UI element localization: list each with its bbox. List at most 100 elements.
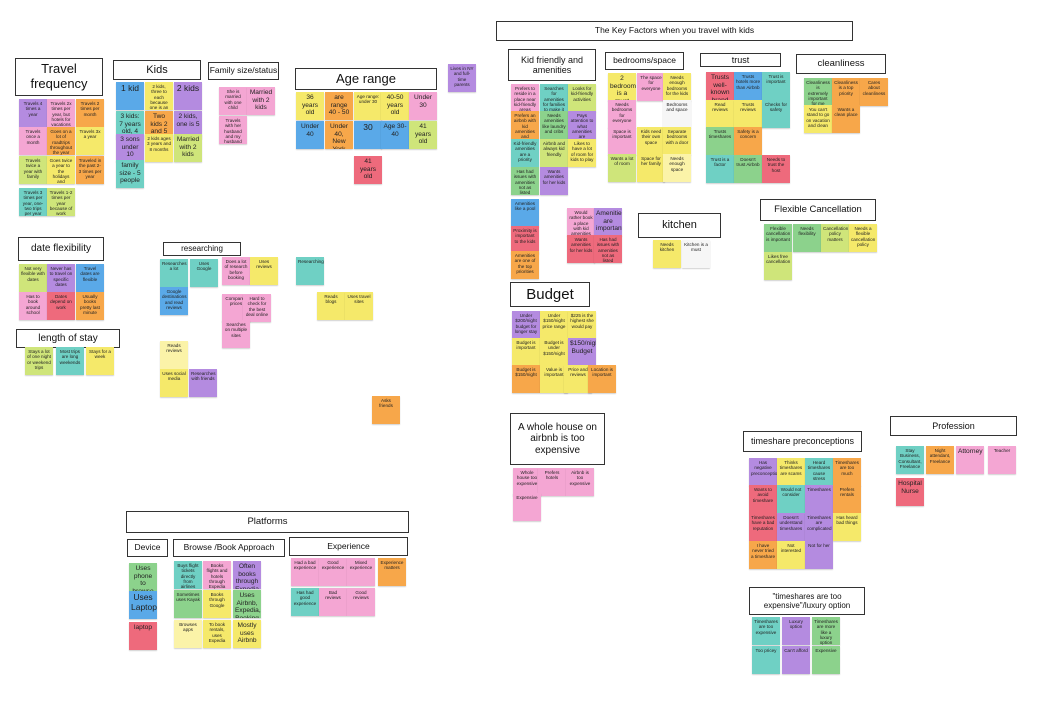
sticky-note[interactable]: The space for everyone <box>637 73 665 101</box>
sticky-note[interactable]: Needs bedrooms for everyone <box>608 100 636 128</box>
sticky-note[interactable]: Flexible cancellation is important <box>764 224 792 252</box>
sticky-note[interactable]: Timeshares are too much <box>833 458 861 486</box>
sticky-note[interactable]: Timeshares <box>805 485 833 513</box>
sticky-note[interactable]: Most trips are long weekends <box>56 347 84 375</box>
sticky-note[interactable]: Night attendant, Freelance <box>926 446 954 474</box>
sticky-note[interactable]: Trusts timeshares <box>706 127 734 155</box>
sticky-note[interactable]: Goes on a lot of roadtrips throughout th… <box>47 127 75 155</box>
sticky-note[interactable]: Buys flight tickets directly from airlin… <box>174 561 202 589</box>
sticky-note[interactable]: Timeshares are too expensive <box>752 617 780 645</box>
sticky-note[interactable]: Kids need their own space <box>637 127 665 155</box>
sticky-note[interactable]: Travels 1-2 times per year because of wo… <box>47 188 75 216</box>
sticky-note[interactable]: 2 bedrooms is a must <box>608 73 636 101</box>
sticky-note[interactable]: Looks for kid-friendly activities <box>568 84 596 112</box>
sticky-note[interactable]: 2 kids <box>174 82 202 110</box>
sticky-note[interactable]: Searches for amenities for families to m… <box>540 84 568 112</box>
sticky-note[interactable]: Separate bedrooms with a door <box>663 127 691 155</box>
sticky-note[interactable]: Prefers rentals <box>833 485 861 513</box>
sticky-note[interactable]: Timeshares are complicated <box>805 513 833 541</box>
sticky-note[interactable]: Location is important <box>588 365 616 393</box>
sticky-note[interactable]: Researches a lot <box>160 259 188 287</box>
sticky-note[interactable]: Read reviews <box>706 100 734 128</box>
sticky-note[interactable]: Reads reviews <box>160 341 188 369</box>
sticky-note[interactable]: Trust is a factor <box>706 155 734 183</box>
sticky-note[interactable]: $150/night Budget <box>568 338 596 366</box>
sticky-note[interactable]: 1 kid <box>116 82 144 110</box>
sticky-note[interactable]: Uses phone to browse <box>129 563 157 591</box>
sticky-note[interactable]: Thinks timeshares are scams <box>777 458 805 486</box>
sticky-note[interactable]: 36 years old <box>296 92 324 120</box>
sticky-note[interactable]: Had a bad experience <box>291 558 319 586</box>
sticky-note[interactable]: Married with 2 kids <box>247 87 275 115</box>
sticky-note[interactable]: Uses Google <box>190 259 218 287</box>
sticky-note[interactable]: Trusts well-known brand names <box>706 72 734 100</box>
sticky-note[interactable]: Travels 2 times per month <box>76 99 104 127</box>
sticky-note[interactable]: Amenities like a pool <box>511 199 539 227</box>
sticky-note[interactable]: Under $200/night budget for longer stay <box>512 311 540 339</box>
sticky-note[interactable]: Cleanliness is extremely important for m… <box>804 78 832 106</box>
sticky-note[interactable]: 3 sons under 10 years old <box>116 134 144 162</box>
sticky-note[interactable]: You can't stand to go on vacation and cl… <box>804 105 832 133</box>
sticky-note[interactable]: Travels with her husband and my husband … <box>219 116 247 144</box>
sticky-note[interactable]: Airbnb and always kid friendly <box>540 139 568 167</box>
sticky-note[interactable]: Stay Business, Consultant, Freelance <box>896 446 924 474</box>
sticky-note[interactable]: Age 30-40 <box>381 121 409 149</box>
sticky-note[interactable]: Amenities are important <box>594 208 622 236</box>
sticky-note[interactable]: are range 40 - 50 <box>325 92 353 120</box>
sticky-note[interactable]: Under 40 <box>296 121 324 149</box>
sticky-note[interactable]: Has had issues with amenities not as lis… <box>594 235 622 263</box>
sticky-note[interactable]: Wants amenities for her kids <box>540 167 568 195</box>
sticky-note[interactable]: Under $150/night price range <box>540 311 568 339</box>
sticky-note[interactable]: Doesn't trust Airbnb <box>734 155 762 183</box>
sticky-note[interactable]: Value is important <box>540 365 568 393</box>
sticky-note[interactable]: 40-50 years old <box>381 92 409 120</box>
sticky-note[interactable]: Wants a lot of room <box>608 154 636 182</box>
sticky-note[interactable]: Hard to check for the best deal online <box>243 294 271 322</box>
sticky-note[interactable]: Too pricey <box>752 646 780 674</box>
sticky-note[interactable]: Has to book around school <box>19 292 47 320</box>
sticky-note[interactable]: Books through Google <box>203 590 231 618</box>
sticky-note[interactable]: Teacher <box>988 446 1016 474</box>
sticky-note[interactable]: Experience matters <box>378 558 406 586</box>
sticky-note[interactable]: 2 kids ages 3 years and 8 months <box>145 134 173 162</box>
sticky-note[interactable]: Timeshares are more like a luxury option <box>812 617 840 645</box>
sticky-note[interactable]: Travels 4 times a year <box>19 99 47 127</box>
sticky-note[interactable]: Likes free cancellation <box>764 252 792 280</box>
sticky-note[interactable]: Timeshares have a bad reputation <box>749 513 777 541</box>
sticky-note[interactable]: Mostly uses Airbnb <box>233 620 261 648</box>
sticky-note[interactable]: Often books through Expedia <box>233 561 261 589</box>
sticky-note[interactable]: Hospital Nurse <box>896 478 924 506</box>
sticky-note[interactable]: laptop <box>129 622 157 650</box>
sticky-note[interactable]: Under 30 <box>409 92 437 120</box>
sticky-note[interactable]: Not for her <box>805 541 833 569</box>
sticky-note[interactable]: 41 years old <box>354 156 382 184</box>
sticky-note[interactable]: Kid-friendly amenities are a priority <box>511 139 539 167</box>
sticky-note[interactable]: Prefers hotels <box>538 468 566 496</box>
sticky-note[interactable]: Would not consider <box>777 485 805 513</box>
sticky-note[interactable]: Lives in NY and full-time parents <box>448 64 476 92</box>
sticky-note[interactable]: Luxury option <box>782 617 810 645</box>
sticky-note[interactable]: Wants to avoid timeshare <box>749 485 777 513</box>
sticky-note[interactable]: Uses Laptop <box>129 591 157 619</box>
sticky-note[interactable]: Sometimes uses Kayak <box>174 590 202 618</box>
sticky-note[interactable]: Needs a flexible cancellation policy <box>849 224 877 252</box>
sticky-note[interactable]: Needs flexibility <box>793 224 821 252</box>
sticky-note[interactable]: Attorney <box>956 446 984 474</box>
sticky-note[interactable]: Mixed experience <box>347 558 375 586</box>
sticky-note[interactable]: Likes to have a lot of room for kids to … <box>568 139 596 167</box>
sticky-note[interactable]: Can't afford <box>782 646 810 674</box>
sticky-note[interactable]: Researching <box>296 257 324 285</box>
sticky-note[interactable]: Proximity is important to the kids <box>511 226 539 254</box>
sticky-note[interactable]: Never has to travel on specific dates <box>47 264 75 292</box>
sticky-note[interactable]: Married with 2 kids <box>174 134 202 162</box>
sticky-note[interactable]: Wants a clean place <box>832 105 860 133</box>
sticky-note[interactable]: Budget is $150/night <box>512 365 540 393</box>
sticky-note[interactable]: To book rentals, uses Expedia <box>203 620 231 648</box>
sticky-note[interactable]: Stays a lot of one night or weekend trip… <box>25 347 53 375</box>
sticky-note[interactable]: 30 <box>354 121 382 149</box>
sticky-note[interactable]: Needs to trust the host <box>762 155 790 183</box>
sticky-note[interactable]: Wants amenities for her kids <box>567 235 595 263</box>
sticky-note[interactable]: Dates depend on work <box>47 292 75 320</box>
sticky-note[interactable]: Safety is a concern <box>734 127 762 155</box>
sticky-note[interactable]: Expensive <box>513 493 541 521</box>
